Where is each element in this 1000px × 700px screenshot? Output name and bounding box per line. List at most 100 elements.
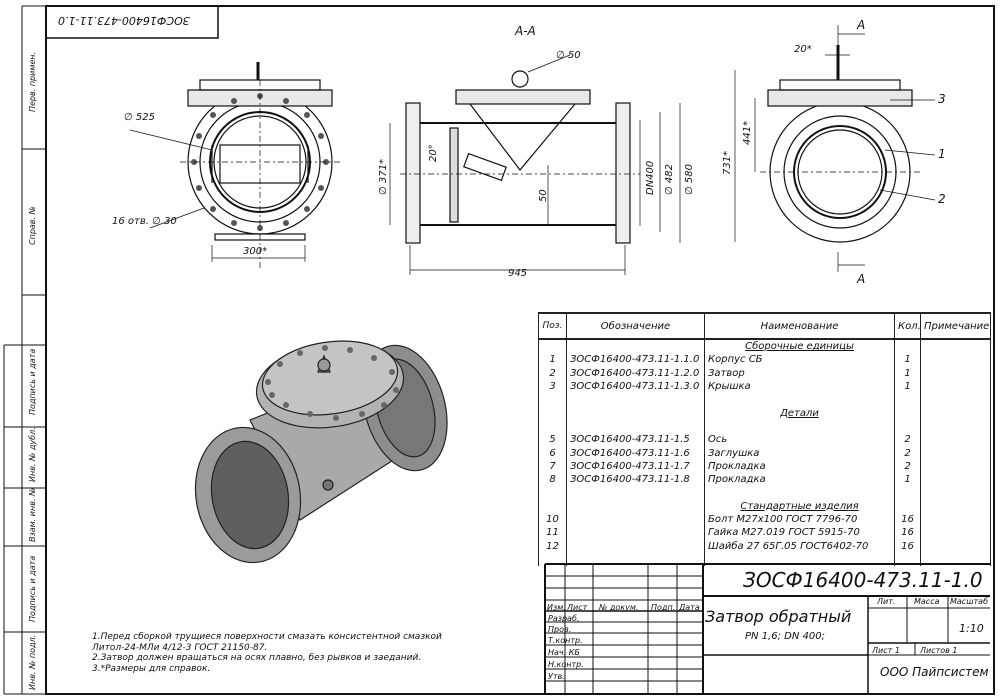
callout-3: 3 [938, 92, 946, 106]
lit-label: Лит. [877, 597, 896, 606]
callout-1: 1 [938, 147, 946, 161]
spec-cell-name: Прокладка [704, 459, 895, 473]
spec-cell-name: Прокладка [704, 472, 895, 487]
spec-cell-name: Ось [704, 433, 895, 447]
title-block: ЗОСФ16400-473.11-1.0 Затвор обратный PN … [545, 564, 990, 694]
strip-label-vzam: Взам. инв. № [28, 487, 37, 542]
dim-h441: 441* [742, 120, 753, 145]
spec-cell-qty: 1 [894, 366, 921, 380]
sheet-num: Лист 1 [872, 646, 900, 655]
spec-cell-code [566, 526, 705, 540]
isometric-bolts [265, 345, 399, 421]
spec-cell-code [566, 539, 705, 553]
spec-cell-note [920, 499, 991, 513]
spec-row [538, 393, 991, 407]
spec-cell-name: Шайба 27 65Г.05 ГОСТ6402-70 [704, 539, 895, 553]
spec-cell-qty: 1 [894, 353, 921, 367]
section-label: А-А [515, 24, 536, 38]
spec-head-name: Наименование [704, 312, 895, 340]
spec-cell-code: ЗОСФ16400-473.11-1.6 [566, 446, 705, 460]
spec-section-title: Детали [704, 406, 895, 420]
section-mark-top: А [857, 18, 866, 32]
scale-label: Масштаб [950, 597, 989, 606]
spec-cell-name [704, 486, 895, 500]
spec-cell-note [920, 406, 991, 420]
spec-cell-code: ЗОСФ16400-473.11-1.2.0 [566, 366, 705, 380]
spec-cell-qty: 1 [894, 379, 921, 394]
spec-section-title: Стандартные изделия [704, 499, 895, 513]
spec-cell-note [920, 459, 991, 473]
sheets-total: Листов 1 [920, 646, 958, 655]
spec-cell-pos: 12 [538, 539, 567, 553]
specification-table: Поз. Обозначение Наименование Кол. Приме… [538, 312, 991, 567]
dim-len: 945 [508, 268, 528, 279]
col-list: Лист [567, 603, 588, 612]
spec-cell-pos [538, 339, 567, 354]
dim-angle: 20° [428, 144, 439, 162]
col-podp: Подп. [651, 603, 676, 612]
strip-label-inv-dubl: Инв. № дубл. [28, 427, 37, 482]
spec-row [538, 486, 991, 500]
spec-head-note: Примечание [920, 312, 991, 340]
spec-cell-name [704, 393, 895, 407]
spec-cell-qty: 2 [894, 433, 921, 447]
dim-d525: ∅ 525 [124, 112, 155, 123]
spec-cell-name: Крышка [704, 379, 895, 394]
strip-label-inv-podl: Инв. № подл. [28, 634, 37, 690]
spec-cell-qty [894, 406, 921, 420]
spec-row: Стандартные изделия [538, 499, 991, 513]
spec-cell-note [920, 526, 991, 540]
strip-label-perv: Перв. примен. [28, 51, 37, 112]
spec-cell-name: Болт М27х100 ГОСТ 7796-70 [704, 512, 895, 527]
role-prov: Пров. [548, 625, 572, 634]
spec-cell-note [920, 353, 991, 367]
note-line: 1.Перед сборкой трущиеся поверхности сма… [92, 632, 442, 642]
spec-cell-name: Затвор [704, 366, 895, 380]
spec-row: Сборочные единицы [538, 339, 991, 354]
dim-d482: ∅ 482 [664, 164, 675, 195]
spec-cell-note [920, 339, 991, 354]
spec-cell-pos: 11 [538, 526, 567, 540]
spec-row [538, 419, 991, 434]
designation: ЗОСФ16400-473.11-1.0 [743, 568, 983, 592]
strip-label-sprav: Справ. № [28, 206, 37, 245]
mass-label: Масса [914, 597, 940, 606]
spec-cell-qty [894, 419, 921, 434]
spec-cell-note [920, 419, 991, 434]
spec-cell-pos: 5 [538, 433, 567, 447]
top-stamp: ЗОСФ16400-473.11-1.0 [58, 14, 190, 27]
strip-label-podpis1: Подпись и дата [28, 348, 37, 415]
dim-h731: 731* [722, 150, 733, 175]
dim-h50: 50 [538, 189, 549, 202]
spec-cell-pos: 6 [538, 446, 567, 460]
side-view [767, 45, 913, 243]
col-data: Дата [679, 603, 700, 612]
role-razrab: Разраб. [548, 614, 580, 623]
isometric-view [194, 340, 448, 564]
spec-cell-pos: 8 [538, 472, 567, 487]
spec-cell-qty [894, 393, 921, 407]
product-name: Затвор обратный [705, 607, 852, 626]
dim-d50: ∅ 50 [556, 50, 581, 61]
spec-cell-name: Заглушка [704, 446, 895, 460]
spec-header-row: Поз. Обозначение Наименование Кол. Приме… [538, 312, 991, 340]
spec-cell-qty: 16 [894, 539, 921, 553]
spec-cell-pos [538, 486, 567, 500]
spec-cell-code [566, 406, 705, 420]
spec-cell-qty: 1 [894, 472, 921, 487]
spec-cell-note [920, 433, 991, 447]
spec-cell-qty: 2 [894, 446, 921, 460]
spec-head-pos: Поз. [538, 312, 567, 340]
dim-w20: 20* [794, 44, 812, 55]
role-nkontr: Н.контр. [548, 660, 584, 669]
spec-cell-qty: 2 [894, 459, 921, 473]
scale-value: 1:10 [959, 622, 984, 635]
spec-cell-pos: 7 [538, 459, 567, 473]
spec-cell-qty [894, 499, 921, 513]
